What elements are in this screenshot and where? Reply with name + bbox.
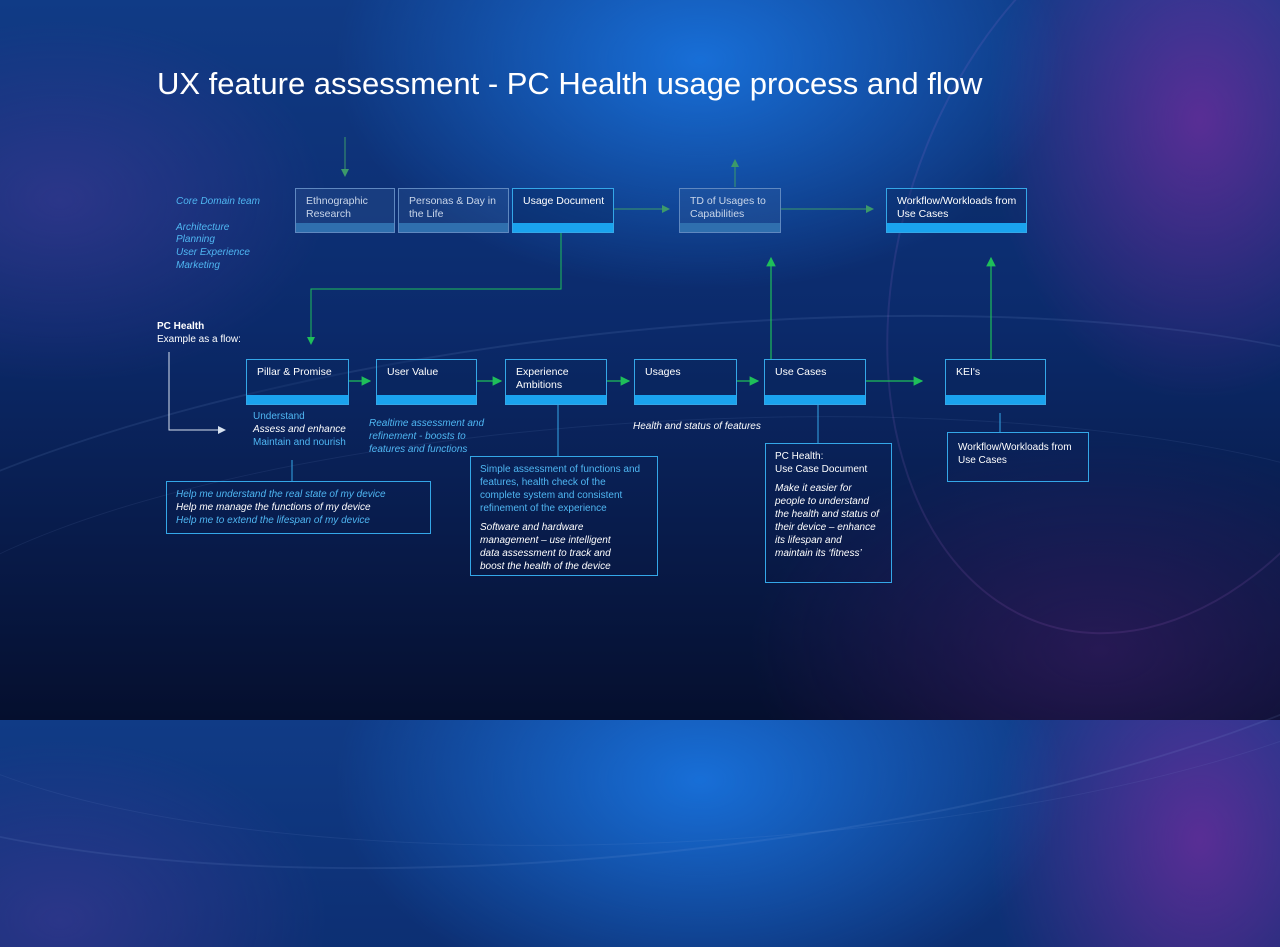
box-pillar-promise: Pillar & Promise — [246, 359, 349, 405]
help-line: Help me manage the functions of my devic… — [176, 502, 371, 513]
box-label: Use Cases — [775, 366, 827, 378]
use-case-body: Make it easier for people to understand … — [775, 483, 879, 559]
help-statements-box: Help me understand the real state of my … — [166, 481, 431, 534]
box-usages: Usages — [634, 359, 737, 405]
kei-workflow-box: Workflow/Workloads from Use Cases — [947, 432, 1089, 482]
box-label: TD of Usages to Capabilities — [690, 195, 766, 220]
box-label: Usages — [645, 366, 681, 378]
core-team-member: Planning — [176, 234, 215, 245]
pc-health-subheading: Example as a flow: — [157, 334, 241, 345]
box-td-usages: TD of Usages to Capabilities — [679, 188, 781, 233]
use-case-title: Use Case Document — [775, 464, 868, 475]
core-team-member: Architecture — [176, 222, 230, 233]
box-label: Pillar & Promise — [257, 366, 332, 378]
kei-workflow-label: Workflow/Workloads from Use Cases — [958, 442, 1072, 466]
ambition-para: Software and hardware management – use i… — [480, 522, 611, 572]
box-experience-ambitions: Experience Ambitions — [505, 359, 607, 405]
arrow-pchealth-to-notes — [168, 352, 226, 434]
box-keis: KEI's — [945, 359, 1046, 405]
help-line: Help me understand the real state of my … — [176, 489, 386, 500]
box-usage-document: Usage Document — [512, 188, 614, 233]
pillar-note-assess: Assess and enhance — [253, 424, 346, 435]
core-team-heading: Core Domain team — [176, 196, 260, 207]
box-user-value: User Value — [376, 359, 477, 405]
usages-note: Health and status of features — [633, 421, 761, 432]
box-workflow-workloads: Workflow/Workloads from Use Cases — [886, 188, 1027, 233]
box-label: Workflow/Workloads from Use Cases — [897, 195, 1017, 220]
user-value-note: Realtime assessment and refinement - boo… — [369, 418, 485, 455]
slide-title: UX feature assessment - PC Health usage … — [157, 66, 983, 101]
core-team-member: User Experience — [176, 247, 250, 258]
box-use-cases: Use Cases — [764, 359, 866, 405]
help-line: Help me to extend the lifespan of my dev… — [176, 515, 370, 526]
core-team-member: Marketing — [176, 260, 220, 271]
box-label: Experience Ambitions — [516, 366, 569, 391]
pillar-note-understand: Understand — [253, 411, 305, 422]
use-case-title: PC Health: — [775, 451, 824, 462]
pc-health-heading: PC Health — [157, 321, 205, 332]
ambition-description-box: Simple assessment of functions and featu… — [470, 456, 658, 576]
box-label: Usage Document — [523, 195, 605, 207]
use-case-document-box: PC Health: Use Case Document Make it eas… — [765, 443, 892, 583]
ambition-para: Simple assessment of functions and featu… — [480, 464, 641, 514]
box-ethnographic-research: Ethnographic Research — [295, 188, 395, 233]
box-label: User Value — [387, 366, 439, 378]
box-label: Personas & Day in the Life — [409, 195, 496, 220]
box-personas: Personas & Day in the Life — [398, 188, 509, 233]
box-label: Ethnographic Research — [306, 195, 368, 220]
box-label: KEI's — [956, 366, 981, 378]
pillar-note-maintain: Maintain and nourish — [253, 437, 346, 448]
flow-connectors — [168, 137, 1001, 482]
arrow-usage-to-pillar — [307, 233, 562, 345]
